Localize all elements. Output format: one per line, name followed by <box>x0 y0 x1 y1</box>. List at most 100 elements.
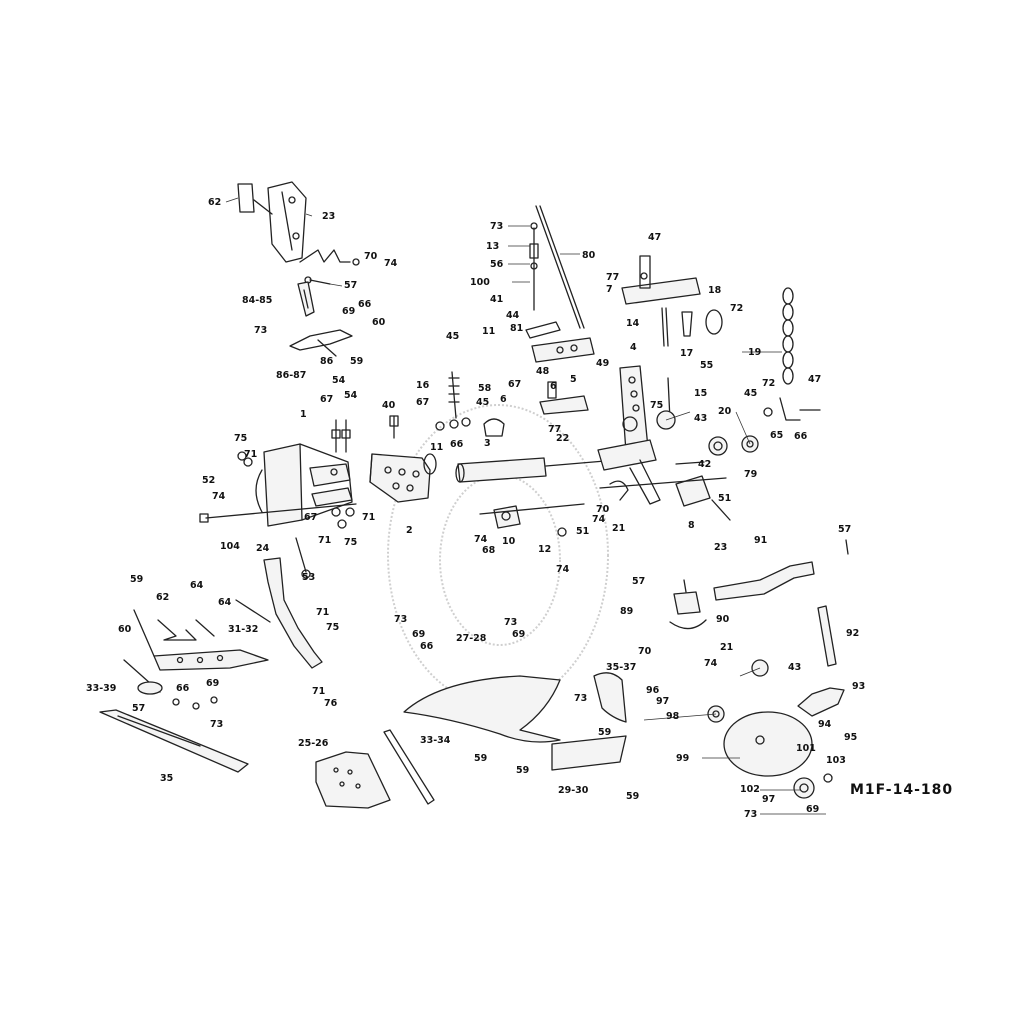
part-rod-80 <box>535 205 585 329</box>
part-landside-29-30 <box>551 735 627 771</box>
callout: 11 <box>482 326 495 337</box>
callout: 62 <box>156 592 169 603</box>
callout: 6 <box>550 381 557 392</box>
part-pin-14 <box>661 307 669 347</box>
callout: 73 <box>490 221 503 232</box>
callout: 74 <box>474 534 488 545</box>
part-bolt-51 <box>599 477 727 489</box>
callout: 16 <box>416 380 430 391</box>
drawing-code: M1F-14-180 <box>850 782 953 798</box>
callout: 55 <box>700 360 713 371</box>
callout: 75 <box>650 400 663 411</box>
callout: 33-34 <box>420 735 451 746</box>
watermark-stamp <box>387 404 609 706</box>
part-nuts-69-73 <box>172 696 218 710</box>
callout: 35 <box>160 773 173 784</box>
part-clamp-5 <box>531 337 595 363</box>
callout: 59 <box>350 356 363 367</box>
callout: 21 <box>720 642 733 653</box>
callout: 54 <box>344 390 358 401</box>
part-clamp-10 <box>493 505 521 529</box>
part-link-81 <box>525 321 561 339</box>
callout: 70 <box>364 251 378 262</box>
part-strut-33-34 <box>383 729 435 805</box>
part-upright-4 <box>597 365 661 505</box>
callout: 29-30 <box>558 785 589 796</box>
callout: 76 <box>324 698 338 709</box>
callout: 62 <box>208 197 221 208</box>
part-bar-35 <box>99 709 249 773</box>
part-bracket-23 <box>237 181 307 263</box>
part-chain-link-18 <box>705 309 723 335</box>
part-spindle-13-100 <box>529 222 539 311</box>
part-zigzag-62 <box>157 619 197 641</box>
part-wing-36-37 <box>593 672 627 723</box>
callout: 73 <box>574 693 587 704</box>
callout: 14 <box>626 318 640 329</box>
callout: 23 <box>714 542 727 553</box>
callout: 2 <box>406 525 413 536</box>
callout: 48 <box>536 366 550 377</box>
callout: 71 <box>244 449 257 460</box>
part-hub-102 <box>793 777 815 799</box>
callout: 89 <box>620 606 633 617</box>
callout: 69 <box>512 629 525 640</box>
callout: 59 <box>626 791 639 802</box>
callout: 73 <box>504 617 517 628</box>
part-bolt-23 <box>711 499 731 521</box>
callout: 47 <box>808 374 821 385</box>
callout: 24 <box>256 543 270 554</box>
callout: 47 <box>648 232 661 243</box>
callout-labels: 62 23 70 74 57 84-85 69 66 60 73 86 59 8… <box>86 197 953 820</box>
callout: 19 <box>748 347 761 358</box>
callout: 45 <box>446 331 459 342</box>
callout: 59 <box>598 727 611 738</box>
callout: 1 <box>300 409 307 420</box>
callout: 97 <box>762 794 775 805</box>
callout: 71 <box>312 686 325 697</box>
part-studs-54 <box>331 419 351 453</box>
callout: 77 <box>606 272 619 283</box>
callout: 58 <box>478 383 492 394</box>
callout: 74 <box>592 514 606 525</box>
callout: 18 <box>708 285 722 296</box>
part-plate-48-6 <box>539 381 589 415</box>
callout: 92 <box>846 628 859 639</box>
callout: 57 <box>838 524 851 535</box>
callout: 80 <box>582 250 596 261</box>
part-frame-1 <box>255 443 353 527</box>
callout: 75 <box>344 537 357 548</box>
callout: 51 <box>718 493 731 504</box>
part-pin-40 <box>389 415 399 439</box>
part-tab-17 <box>681 311 693 337</box>
callout: 12 <box>538 544 551 555</box>
callout: 91 <box>754 535 767 546</box>
callout: 60 <box>118 624 132 635</box>
callout: 101 <box>796 743 816 754</box>
callout: 15 <box>694 388 707 399</box>
callout: 72 <box>730 303 743 314</box>
callout: 81 <box>510 323 523 334</box>
callout: 31-32 <box>228 624 258 635</box>
callout: 66 <box>358 299 372 310</box>
part-washers-11-66 <box>435 417 471 431</box>
part-gear-20 <box>708 436 728 456</box>
callout: 86-87 <box>276 370 306 381</box>
callout: 5 <box>570 374 577 385</box>
part-bracket-21 <box>609 480 629 501</box>
callout: 73 <box>210 719 223 730</box>
part-share-31-32 <box>153 649 269 671</box>
callout: 96 <box>646 685 660 696</box>
callout: 56 <box>490 259 504 270</box>
callout: 70 <box>638 646 652 657</box>
callout: 94 <box>818 719 832 730</box>
callout: 60 <box>372 317 386 328</box>
callout: 59 <box>516 765 529 776</box>
callout: 27-28 <box>456 633 487 644</box>
part-bolt-52 <box>199 503 357 523</box>
callout: 41 <box>490 294 503 305</box>
part-screw-16 <box>448 371 460 419</box>
callout: 75 <box>326 622 339 633</box>
callout: 69 <box>806 804 819 815</box>
